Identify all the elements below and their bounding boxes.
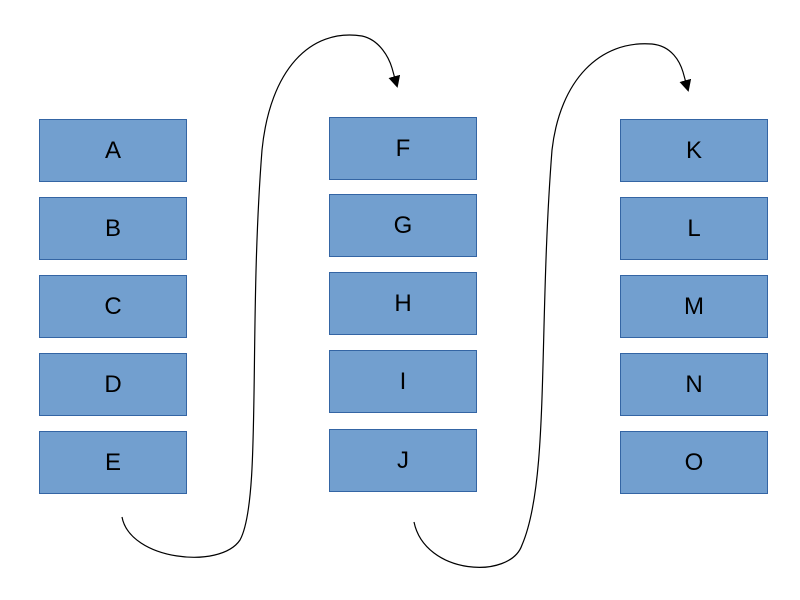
box-label: I [399,367,407,395]
box-f: F [329,117,477,180]
box-c: C [39,275,187,338]
box-e: E [39,431,187,494]
box-label: M [684,292,704,320]
box-i: I [329,350,477,413]
box-label: L [687,214,701,242]
box-label: C [104,292,122,320]
box-b: B [39,197,187,260]
box-m: M [620,275,768,338]
box-a: A [39,119,187,182]
connector-j-to-k [413,43,692,568]
box-k: K [620,119,768,182]
box-label: F [395,134,411,162]
box-label: B [104,214,121,242]
box-label: J [397,446,409,474]
box-g: G [329,194,477,257]
box-l: L [620,197,768,260]
box-d: D [39,353,187,416]
box-n: N [620,353,768,416]
box-label: K [685,136,702,164]
box-label: H [394,289,412,317]
box-label: E [104,448,121,476]
box-label: N [685,370,703,398]
box-o: O [620,431,768,494]
box-j: J [329,429,477,492]
connector-e-to-f [121,34,401,558]
box-label: D [104,370,122,398]
box-label: O [684,448,704,476]
box-label: A [104,136,121,164]
box-h: H [329,272,477,335]
box-label: G [393,211,413,239]
